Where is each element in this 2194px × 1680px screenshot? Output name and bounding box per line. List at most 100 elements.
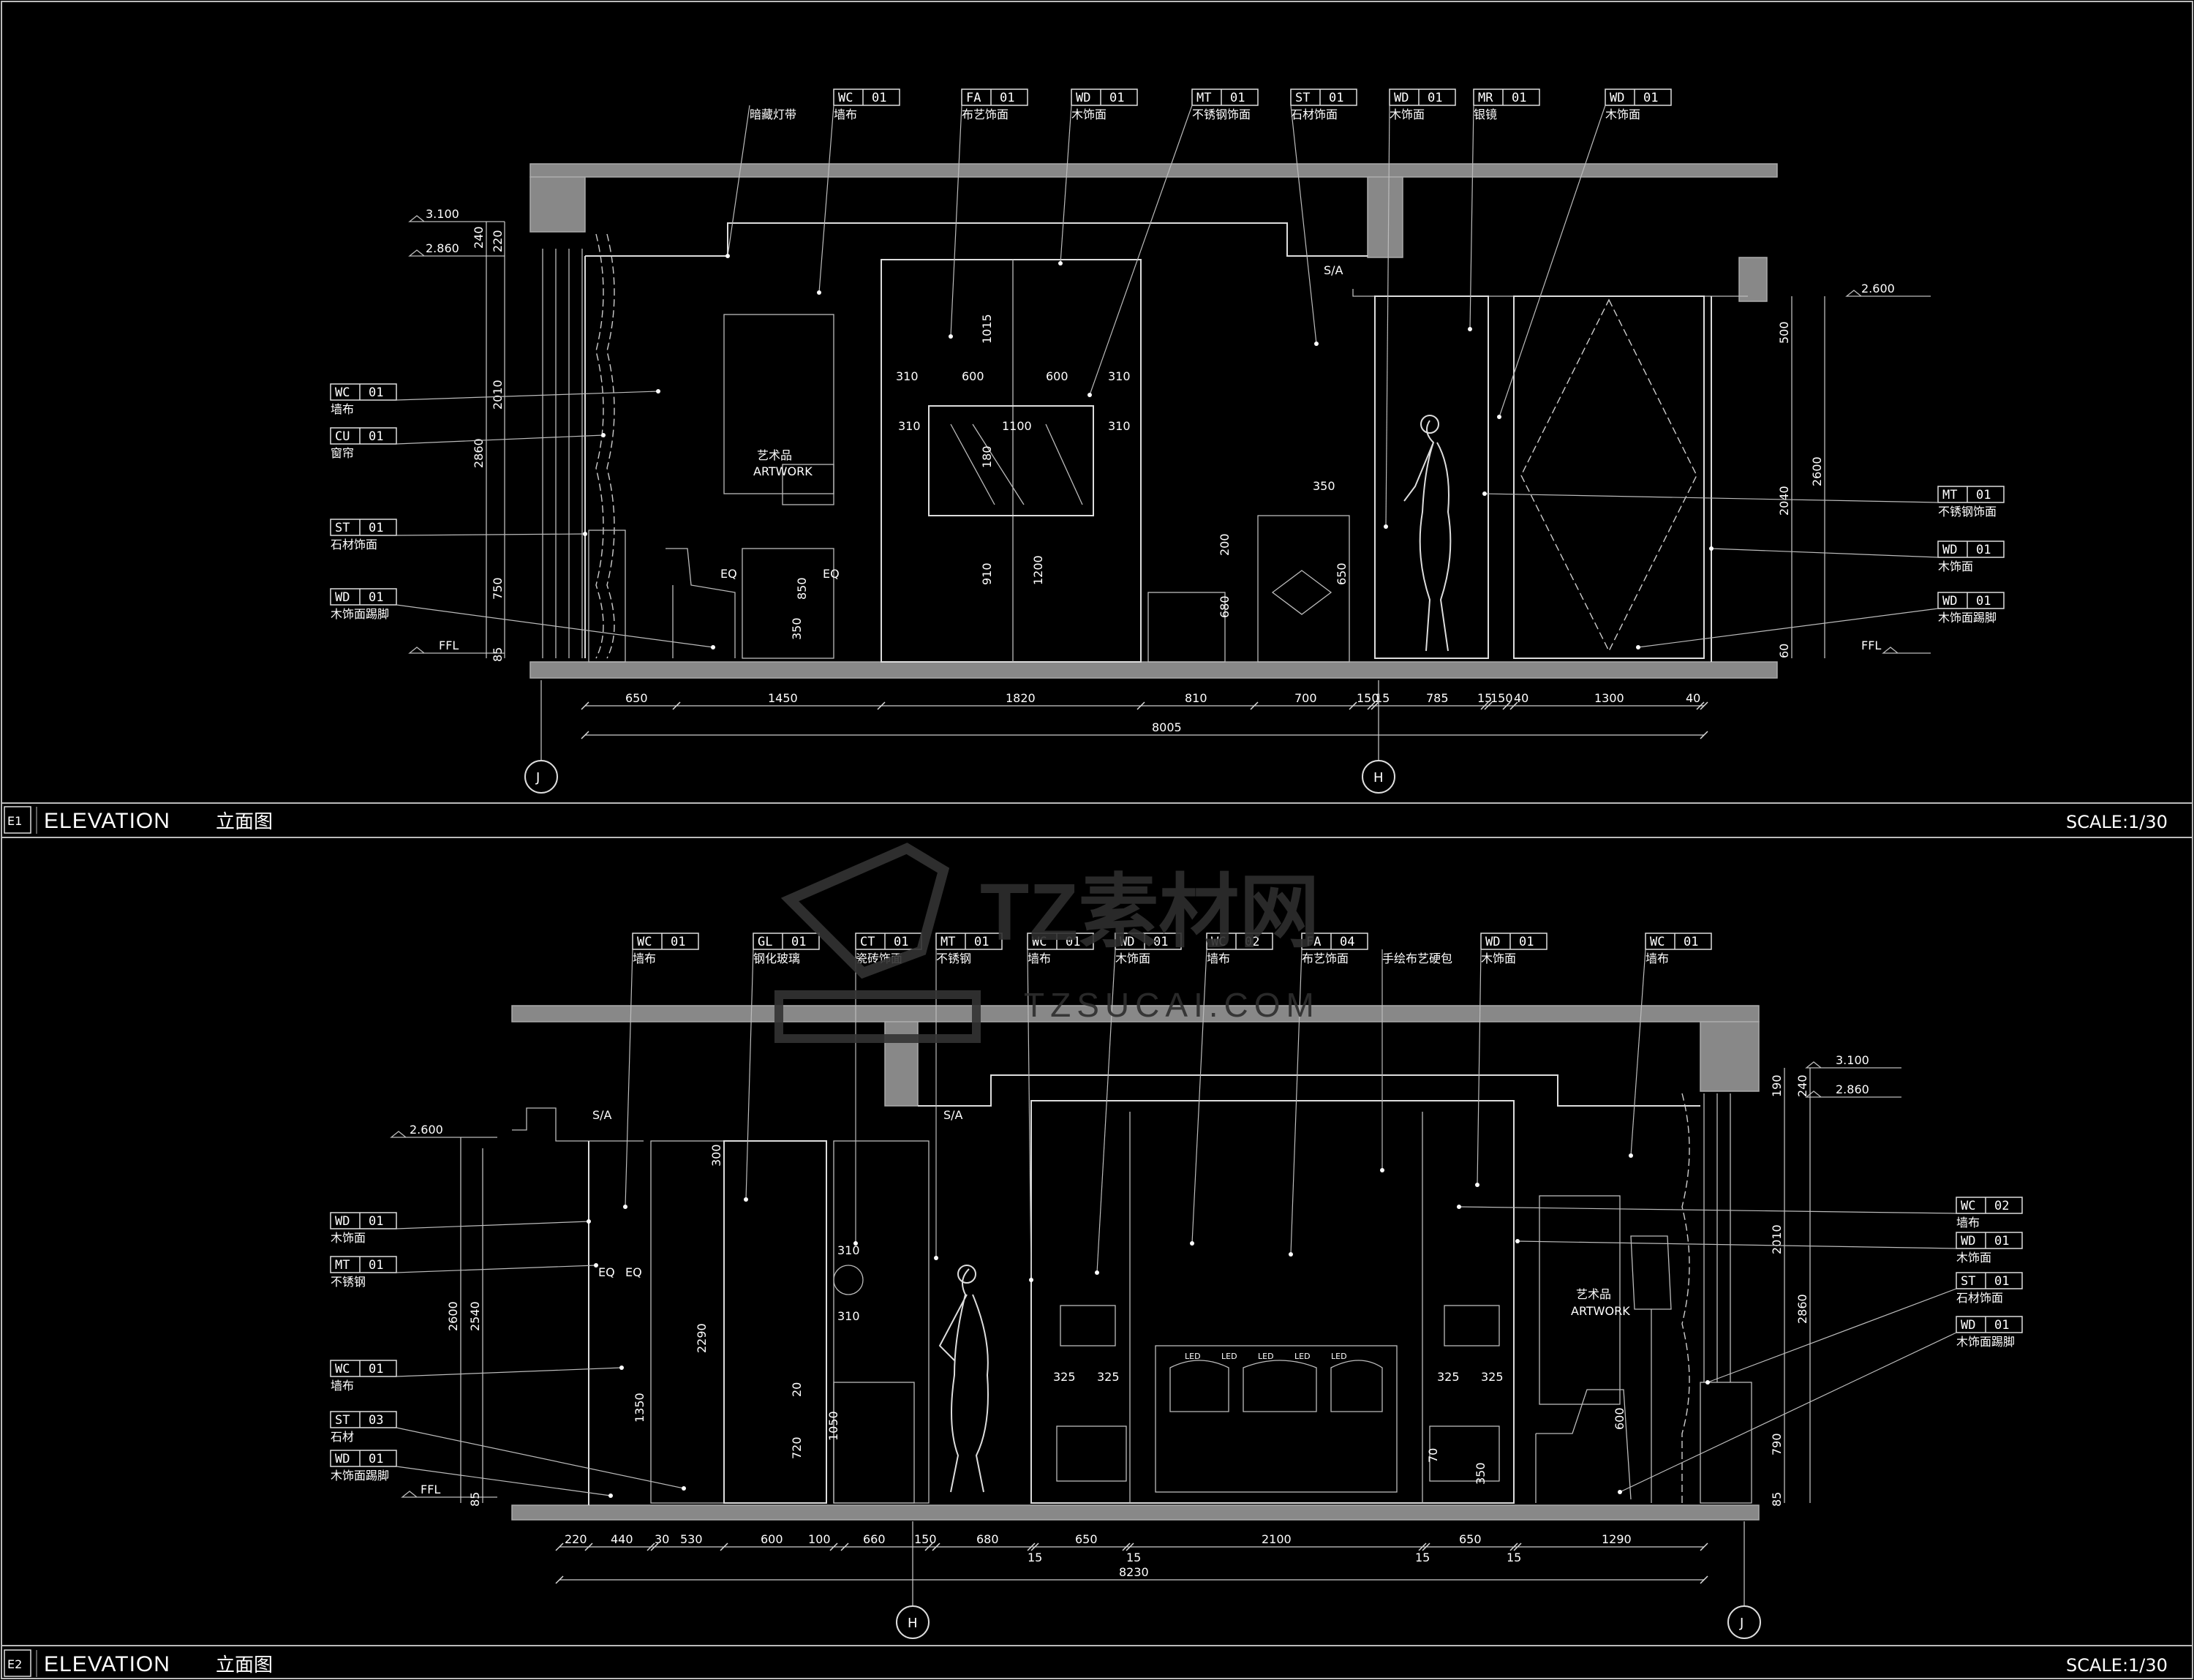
- tag-description: 窗帘: [331, 446, 354, 460]
- tag-code: ST: [1961, 1274, 1975, 1289]
- tag-description: 不锈钢: [331, 1275, 366, 1289]
- svg-text:650: 650: [625, 691, 648, 705]
- svg-text:H: H: [1373, 770, 1384, 786]
- tag-description: 墙布: [834, 108, 857, 121]
- tag-number: 01: [1066, 935, 1080, 949]
- svg-text:2290: 2290: [695, 1323, 709, 1353]
- tag-description: 不锈钢饰面: [1938, 505, 1997, 519]
- tag-number: 01: [1684, 935, 1698, 949]
- svg-text:1050: 1050: [826, 1411, 840, 1441]
- svg-text:S/A: S/A: [1324, 263, 1343, 277]
- panel-e1: 3.100 2.860 FFL 2.600 FFL 240 220 2010 2…: [330, 88, 2005, 794]
- armchair: [1535, 1389, 1632, 1503]
- svg-text:750: 750: [491, 577, 505, 600]
- tag-number: 01: [369, 385, 383, 400]
- tag-code: WC: [838, 91, 853, 105]
- tag-code: CT: [860, 935, 875, 949]
- scale-e1: SCALE:1/30: [2066, 812, 2168, 832]
- svg-text:600: 600: [761, 1532, 783, 1546]
- panel-title-e1: ELEVATION: [44, 809, 170, 833]
- tag-description: 木饰面踢脚: [331, 607, 389, 621]
- tag-number: 01: [1994, 1318, 2009, 1333]
- right-vertical-dims: 190 240 2010 2860 790 85: [1770, 1068, 1811, 1507]
- svg-text:240: 240: [1795, 1074, 1809, 1097]
- beam-right: [1700, 1021, 1760, 1092]
- svg-text:350: 350: [1313, 479, 1335, 493]
- svg-text:790: 790: [1770, 1433, 1784, 1455]
- tag-code: WC: [335, 385, 350, 400]
- watermark: TZ素材网 TZSUCAI.COM: [774, 843, 1319, 1043]
- svg-text:H: H: [908, 1616, 918, 1631]
- tag-number: 02: [1994, 1199, 2009, 1213]
- tag-code: WD: [1120, 935, 1134, 949]
- tag-code: GL: [758, 935, 772, 949]
- svg-text:S/A: S/A: [592, 1108, 612, 1122]
- svg-text:600: 600: [962, 369, 984, 383]
- svg-text:600: 600: [1046, 369, 1068, 383]
- svg-text:2.600: 2.600: [410, 1123, 443, 1137]
- svg-text:1350: 1350: [633, 1393, 646, 1423]
- grid-bubble-h: [1362, 760, 1395, 794]
- tag-number: 01: [974, 935, 989, 949]
- svg-text:40: 40: [1686, 691, 1700, 705]
- nightstand-right: [1429, 1425, 1500, 1482]
- svg-text:85: 85: [491, 647, 505, 662]
- tag-code: WD: [1961, 1318, 1975, 1333]
- tag-number: 01: [894, 935, 908, 949]
- svg-text:LED: LED: [1258, 1352, 1274, 1361]
- svg-text:700: 700: [1294, 691, 1317, 705]
- svg-text:1015: 1015: [980, 314, 994, 344]
- tag-description: 木饰面踢脚: [331, 1469, 389, 1483]
- svg-text:660: 660: [863, 1532, 886, 1546]
- svg-text:910: 910: [980, 562, 994, 585]
- svg-text:325: 325: [1437, 1370, 1460, 1384]
- desk: [742, 548, 834, 659]
- svg-text:70: 70: [1426, 1448, 1440, 1463]
- tag-description: 石材饰面: [331, 538, 377, 551]
- svg-text:300: 300: [709, 1144, 723, 1167]
- grid-bubble-j: [524, 760, 558, 794]
- svg-text:785: 785: [1426, 691, 1449, 705]
- svg-text:350: 350: [1474, 1462, 1488, 1485]
- tag-code: CU: [335, 429, 350, 444]
- svg-text:600: 600: [1613, 1407, 1626, 1430]
- svg-text:310: 310: [1108, 369, 1131, 383]
- human-figure: [1403, 420, 1452, 652]
- floor-slab: [511, 1504, 1760, 1521]
- svg-text:3.100: 3.100: [1836, 1053, 1869, 1067]
- svg-text:325: 325: [1481, 1370, 1504, 1384]
- scale-e2: SCALE:1/30: [2066, 1655, 2168, 1676]
- svg-text:85: 85: [1770, 1492, 1784, 1507]
- tag-description: 木饰面: [1481, 952, 1516, 965]
- tag-number: 01: [369, 429, 383, 444]
- svg-text:2600: 2600: [1810, 456, 1824, 486]
- desk-chair: [666, 548, 736, 658]
- panel-e2: 2.600 FFL 3.100 2.860 2600 2540 1350 85 …: [330, 933, 2023, 1639]
- tag-code: MT: [1942, 488, 1957, 502]
- tag-description: 木饰面: [1390, 108, 1425, 121]
- svg-text:1200: 1200: [1031, 555, 1045, 585]
- bottom-dimension-chain: 220 440 30 530 600 100 660 150 680 15 65…: [555, 1532, 1708, 1584]
- tag-description: 墙布: [633, 952, 656, 965]
- svg-text:680: 680: [976, 1532, 999, 1546]
- svg-text:350: 350: [790, 617, 804, 640]
- artwork-label-cn: 艺术品: [757, 448, 792, 462]
- panel-id-e1: E1: [7, 814, 22, 828]
- inner-dims: 300 2290 310 310 20 720 1050 325 325 325…: [592, 1108, 1630, 1485]
- tag-number: 01: [1428, 91, 1442, 105]
- left-vertical-dims: 240 220 2010 2860 750 85: [472, 222, 505, 662]
- curtain: [542, 233, 615, 659]
- lamp-right: [1444, 1305, 1500, 1346]
- artwork-frame: [723, 314, 834, 494]
- tag-code: WD: [1942, 543, 1957, 557]
